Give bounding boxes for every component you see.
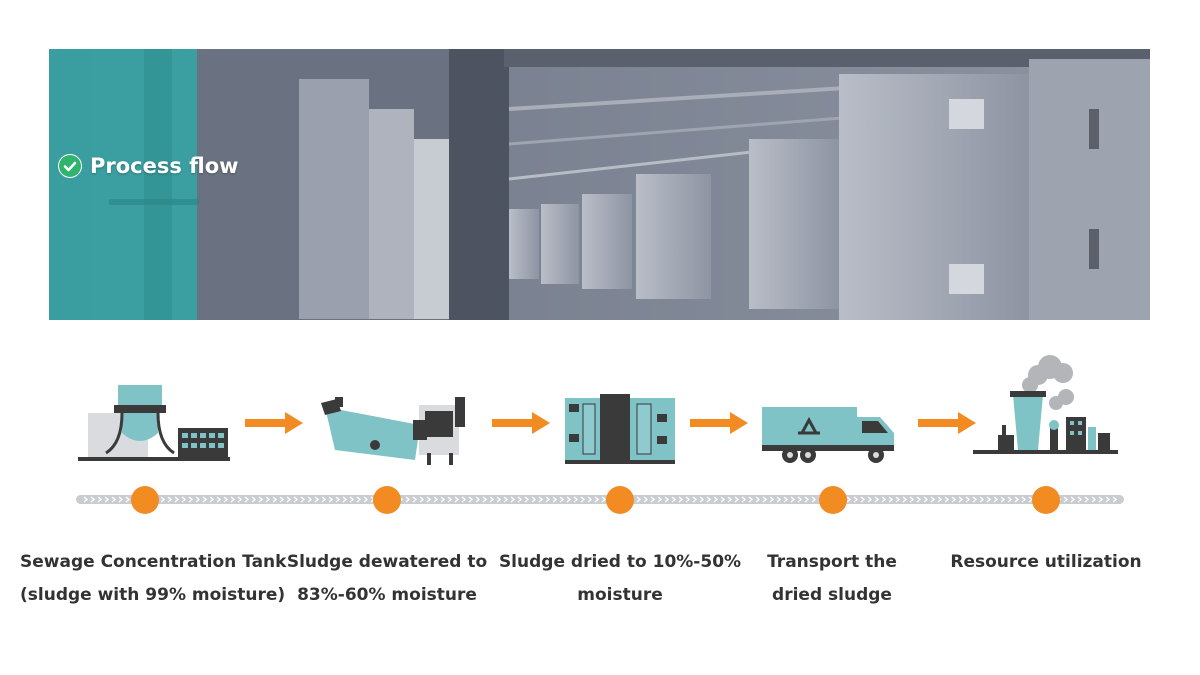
step-label-line: Sludge dried to 10%-50% bbox=[498, 552, 742, 572]
timeline-node bbox=[131, 486, 159, 514]
check-circle-icon bbox=[58, 154, 82, 178]
step-label-line: Transport the bbox=[767, 552, 897, 572]
banner-title-text: Process flow bbox=[90, 154, 239, 178]
flow-arrow bbox=[492, 412, 550, 434]
flow-arrow bbox=[690, 412, 748, 434]
step-label-1: Sewage Concentration Tank (sludge with 9… bbox=[20, 546, 287, 612]
step-label-3: Sludge dried to 10%-50% moisture bbox=[495, 546, 745, 612]
sludge-dryer-icon bbox=[565, 394, 675, 464]
factory-photo bbox=[49, 49, 1150, 320]
timeline-node bbox=[606, 486, 634, 514]
step-label-5: Resource utilization bbox=[921, 546, 1171, 579]
step-label-line: Resource utilization bbox=[950, 552, 1142, 572]
step-label-2: Sludge dewatered to 83%-60% moisture bbox=[262, 546, 512, 612]
step-label-line: dried sludge bbox=[772, 585, 892, 605]
recycling-truck-icon bbox=[762, 407, 894, 463]
process-timeline bbox=[76, 486, 1124, 514]
banner-title: Process flow bbox=[58, 154, 239, 178]
flow-arrow bbox=[918, 412, 976, 434]
step-label-line: (sludge with 99% moisture) bbox=[20, 585, 286, 605]
concentration-tank-icon bbox=[78, 385, 230, 461]
timeline-node bbox=[1032, 486, 1060, 514]
hero-banner bbox=[49, 49, 1150, 320]
step-label-4: Transport the dried sludge bbox=[707, 546, 957, 612]
flow-arrow bbox=[245, 412, 303, 434]
step-label-line: 83%-60% moisture bbox=[297, 585, 477, 605]
factory-icon bbox=[973, 355, 1118, 454]
timeline-node bbox=[373, 486, 401, 514]
dewatering-machine-icon bbox=[321, 397, 465, 465]
step-label-line: Sewage Concentration Tank bbox=[20, 552, 287, 572]
timeline-node bbox=[819, 486, 847, 514]
step-label-line: Sludge dewatered to bbox=[286, 552, 488, 572]
step-label-line: moisture bbox=[577, 585, 663, 605]
